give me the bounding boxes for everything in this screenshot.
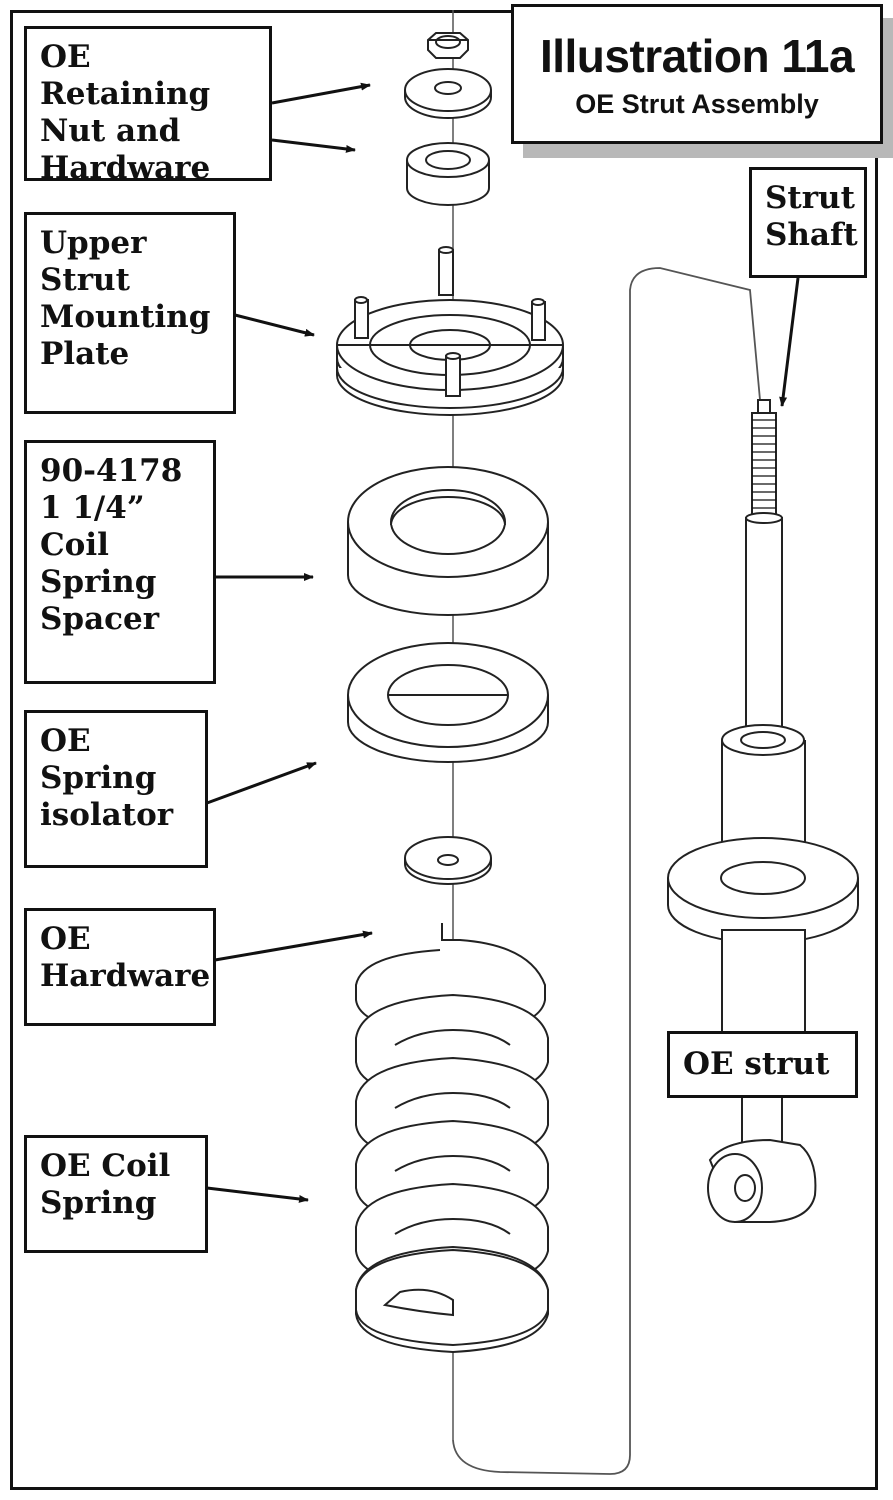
arrow-hardware-top xyxy=(271,138,356,153)
label-retaining-nut: OE Retaining Nut and Hardware xyxy=(24,26,272,186)
coil-spring-part xyxy=(355,923,549,1353)
spring-isolator-part xyxy=(347,642,549,763)
arrow-strut-shaft xyxy=(779,277,800,407)
label-oe-strut: OE strut xyxy=(667,1031,858,1098)
illustration-subtitle: OE Strut Assembly xyxy=(575,89,819,119)
hardware-washer-part xyxy=(404,836,492,885)
strut-part xyxy=(667,399,859,1223)
label-spacer: 90-4178 1 1/4” Coil Spring Spacer xyxy=(24,440,216,684)
label-upper-plate: Upper Strut Mounting Plate xyxy=(24,212,236,414)
spring-spacer-part xyxy=(347,466,549,616)
washer-part xyxy=(404,68,492,119)
label-coil-spring: OE Coil Spring xyxy=(24,1135,208,1253)
bushing-part xyxy=(406,142,490,206)
arrow-coil-spring xyxy=(206,1186,309,1203)
retaining-nut-part xyxy=(427,32,469,59)
mounting-plate-part xyxy=(336,246,564,416)
label-isolator: OE Spring isolator xyxy=(24,710,208,868)
arrow-retaining-nut xyxy=(271,82,371,105)
label-strut-shaft: Strut Shaft xyxy=(749,167,867,278)
arrow-isolator xyxy=(206,761,317,805)
title-box: Illustration 11a OE Strut Assembly xyxy=(511,4,883,144)
arrow-upper-plate xyxy=(234,313,315,337)
arrow-hardware xyxy=(214,930,373,962)
label-hardware: OE Hardware xyxy=(24,908,216,1026)
illustration-title: Illustration 11a xyxy=(539,30,855,82)
connector-loop xyxy=(452,267,761,1475)
